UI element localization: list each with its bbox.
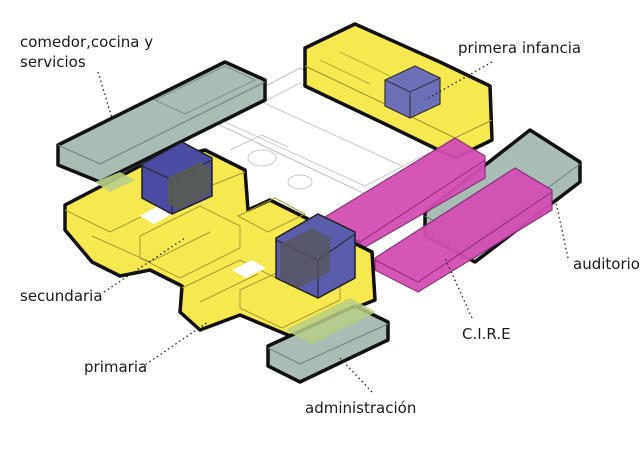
label-comedor: comedor,cocina y servicios xyxy=(20,32,153,72)
leader-primaria xyxy=(141,321,209,368)
label-primera-infancia: primera infancia xyxy=(458,39,582,57)
block-primera-infancia xyxy=(303,22,494,160)
block-comedor xyxy=(56,60,267,184)
vertical-circulation-center xyxy=(275,213,356,299)
leader-infancia xyxy=(424,61,493,101)
label-secundaria: secundaria xyxy=(20,287,103,305)
label-comedor-line2: servicios xyxy=(20,53,86,71)
vertical-circulation-left xyxy=(141,141,213,215)
block-administracion xyxy=(266,298,390,384)
label-administracion: administración xyxy=(305,399,417,417)
label-primaria: primaria xyxy=(84,358,148,376)
leader-lines xyxy=(97,61,569,393)
block-cire xyxy=(319,137,553,293)
leader-secundaria xyxy=(103,237,186,293)
label-auditorio: auditorio xyxy=(573,255,640,273)
leader-auditorio xyxy=(554,197,569,259)
leader-admin xyxy=(337,355,373,393)
leader-comedor xyxy=(97,71,113,119)
label-cire: C.I.R.E xyxy=(462,325,511,343)
leader-cire xyxy=(444,257,473,319)
label-comedor-line1: comedor,cocina y xyxy=(20,33,154,51)
